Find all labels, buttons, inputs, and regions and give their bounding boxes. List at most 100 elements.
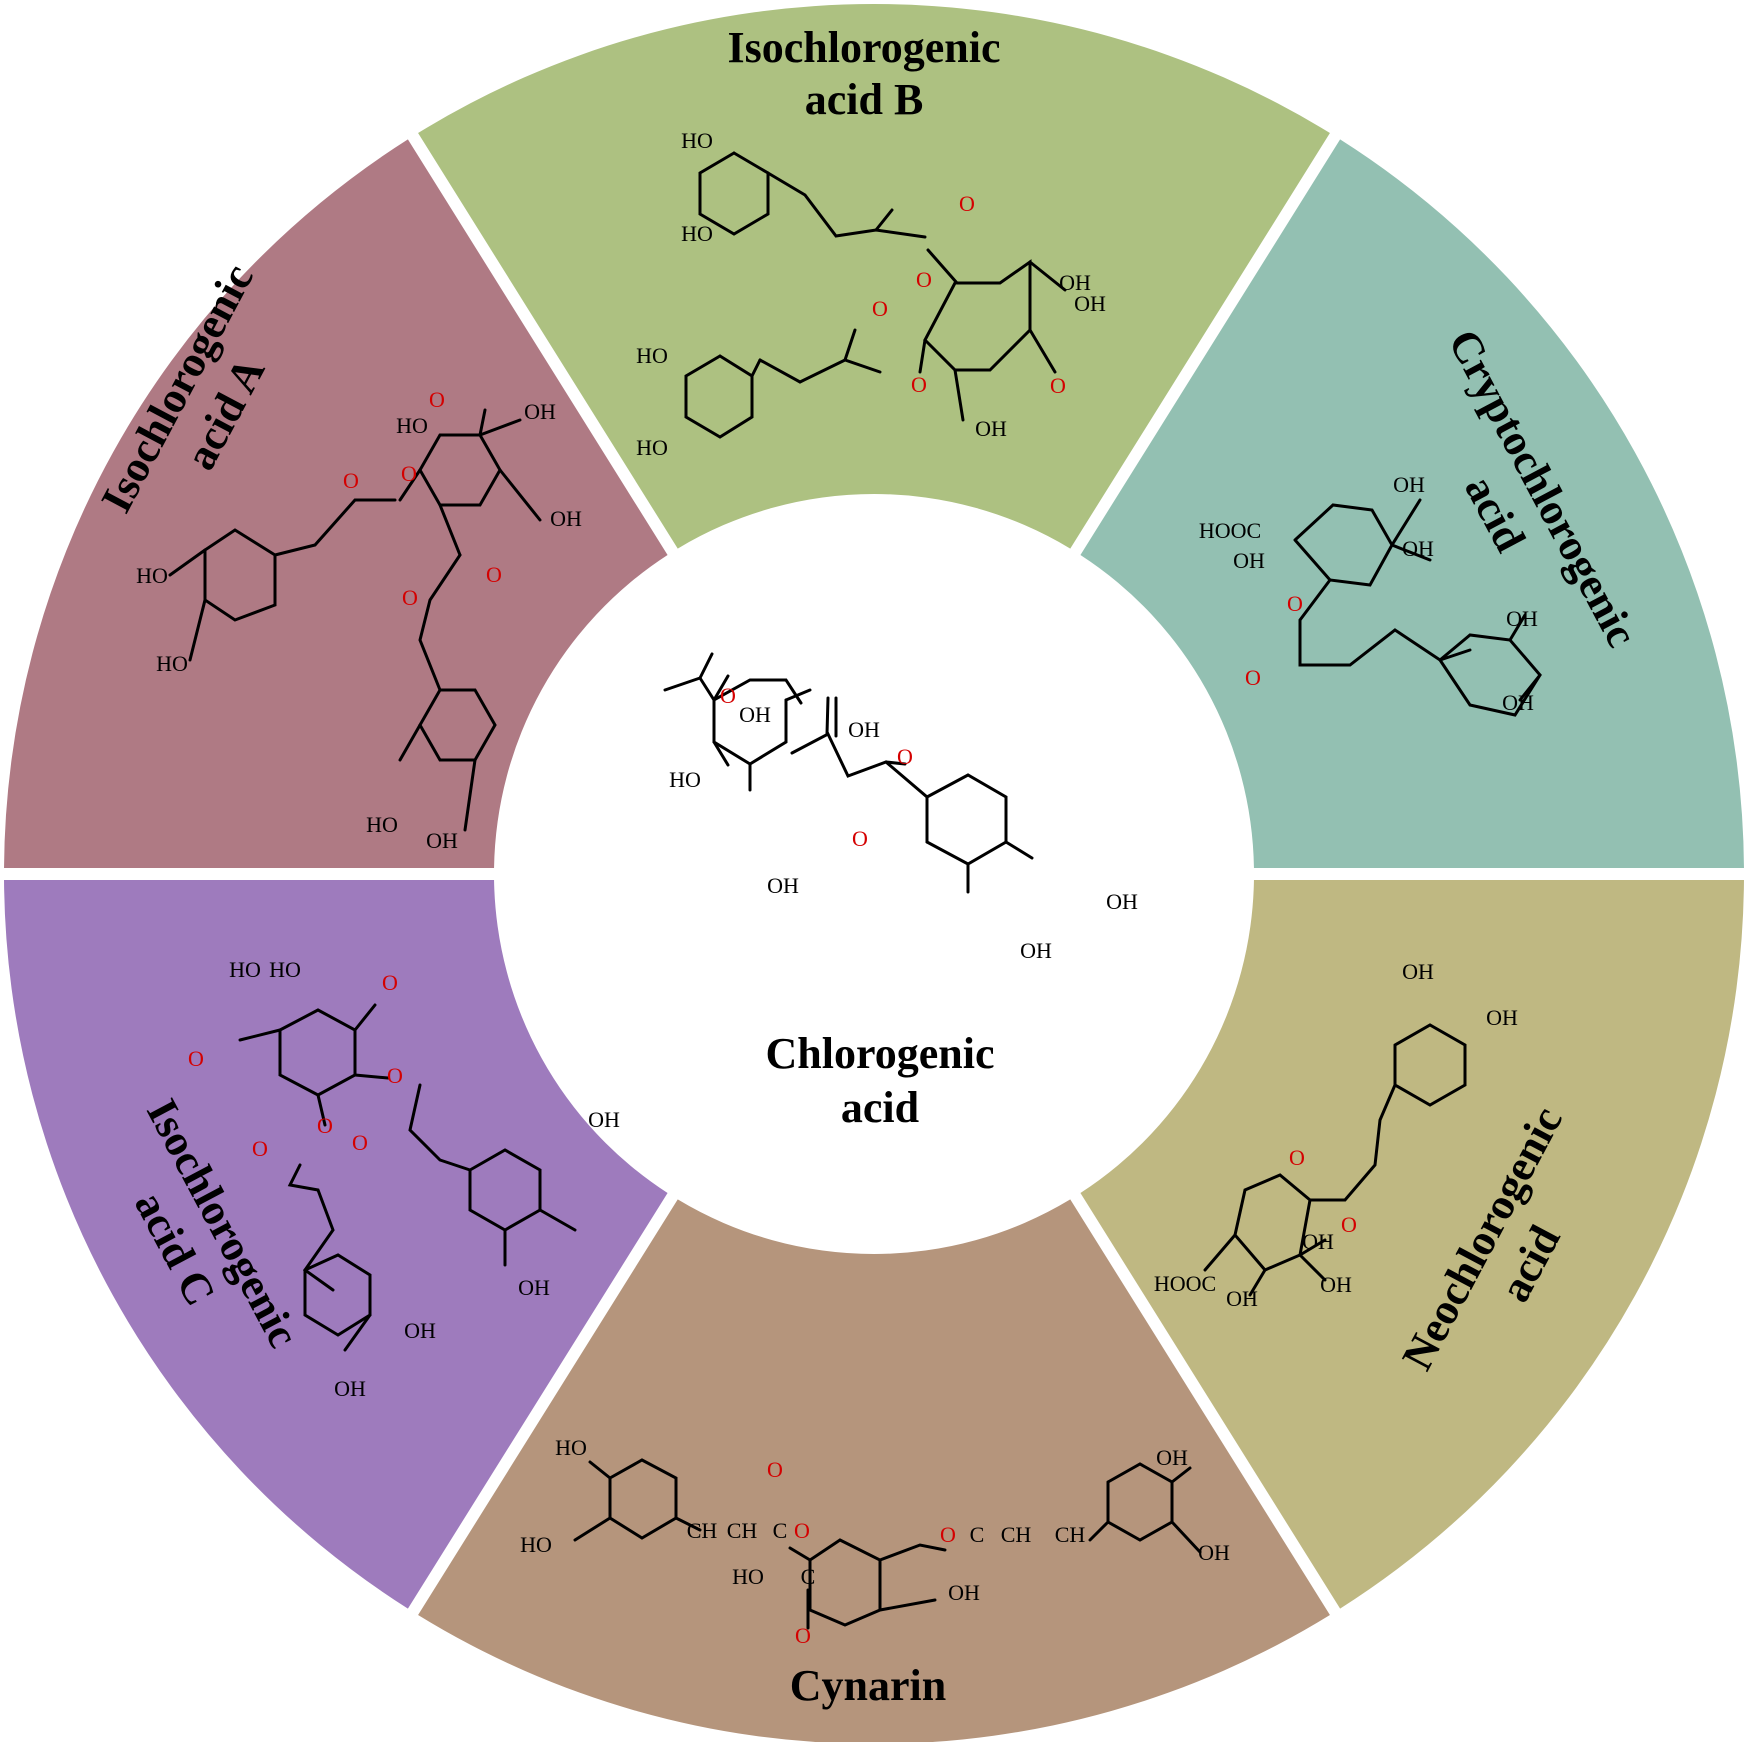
bond-line xyxy=(343,1313,372,1352)
bond-line xyxy=(758,358,882,384)
bond-line xyxy=(1170,1520,1202,1554)
atom-label: OH xyxy=(1402,959,1434,984)
atom-label: O xyxy=(486,562,502,587)
bond-line xyxy=(698,652,714,680)
bond-line xyxy=(1248,1268,1267,1297)
atom-label: HO xyxy=(669,767,701,792)
bond-line xyxy=(1508,613,1527,642)
atom-label: O xyxy=(382,970,398,995)
atom-label: OH xyxy=(426,828,458,853)
bond-line xyxy=(273,498,397,557)
atom-label: OH xyxy=(848,717,880,742)
atom-label: OH xyxy=(1233,548,1265,573)
atom-label: O xyxy=(911,372,927,397)
atom-label: O xyxy=(402,585,418,610)
atom-label: O xyxy=(429,387,445,412)
bond-line xyxy=(398,468,422,502)
atom-label: O xyxy=(188,1046,204,1071)
bond-line xyxy=(874,208,894,232)
center-label-line: acid xyxy=(841,1083,919,1132)
atom-label: O xyxy=(317,1113,333,1138)
bond-line xyxy=(463,758,477,832)
bond-line xyxy=(188,598,207,662)
atom-label: HO xyxy=(681,221,713,246)
bond-line xyxy=(316,1093,327,1127)
atom-label: OH xyxy=(1156,1445,1188,1470)
bond-line xyxy=(1518,673,1542,702)
atom-label: O xyxy=(795,1623,811,1648)
atom-label: O xyxy=(1245,665,1261,690)
atom-label: HO xyxy=(366,812,398,837)
atom-label: O xyxy=(767,1457,783,1482)
atom-label: O xyxy=(401,461,417,486)
atom-label: HO xyxy=(636,343,668,368)
atom-label: OH xyxy=(1226,1286,1258,1311)
atom-label: OH xyxy=(334,1376,366,1401)
sectors-layer xyxy=(4,3,1744,1742)
label-isochlorogenic-acid-b-line: acid B xyxy=(805,75,924,124)
bond-line xyxy=(1170,1466,1192,1484)
sector-isochlorogenic-acid-a xyxy=(4,139,668,869)
bond-line xyxy=(478,408,487,437)
bond-line xyxy=(878,1598,937,1612)
bond-line xyxy=(884,760,907,766)
bond-line xyxy=(478,418,522,437)
sector-isochlorogenic-acid-b xyxy=(418,3,1330,549)
atom-label: O xyxy=(916,267,932,292)
atom-label: O xyxy=(872,296,888,321)
atom-label: OH xyxy=(739,702,771,727)
atom-label: HO xyxy=(396,413,428,438)
atom-label: OH xyxy=(767,873,799,898)
sector-cryptochlorogenic-acid xyxy=(1080,139,1744,869)
atom-label: O xyxy=(852,826,868,851)
atom-label: OH xyxy=(588,1107,620,1132)
bond-line xyxy=(1298,1253,1327,1282)
atom-label: O xyxy=(1341,1212,1357,1237)
bond-line xyxy=(712,740,730,767)
bond-line xyxy=(538,1208,577,1232)
bond-line xyxy=(238,1028,282,1042)
atom-label: CH xyxy=(1001,1522,1032,1547)
bond-line xyxy=(784,688,812,702)
atom-label: OH xyxy=(1320,1272,1352,1297)
atom-label: OH xyxy=(1486,1005,1518,1030)
atom-label: O xyxy=(1287,591,1303,616)
atom-label: O xyxy=(1289,1145,1305,1170)
bond-line xyxy=(588,1460,612,1480)
atom-label: O xyxy=(897,744,913,769)
atom-label: O xyxy=(1050,373,1066,398)
atom-label: HO xyxy=(681,128,713,153)
bond-line xyxy=(1390,498,1422,547)
bond-line xyxy=(918,338,927,374)
sector-cynarin xyxy=(418,1199,1330,1742)
sector-neochlorogenic-acid xyxy=(1080,879,1744,1609)
atom-label: OH xyxy=(948,1580,980,1605)
atom-label: OH xyxy=(524,399,556,424)
atom-label: OH xyxy=(1402,536,1434,561)
center-label-line: Chlorogenic xyxy=(766,1029,995,1078)
bond-line xyxy=(1088,1520,1110,1542)
label-cynarin-line: Cynarin xyxy=(790,1661,946,1710)
bond-line xyxy=(790,731,929,844)
bond-line xyxy=(398,723,422,762)
atom-label: OH xyxy=(550,506,582,531)
atom-label: HO xyxy=(520,1532,552,1557)
atom-label: OH xyxy=(1506,606,1538,631)
atom-label: O xyxy=(720,683,736,708)
atom-label: HO xyxy=(136,563,168,588)
bond-line xyxy=(1390,543,1432,562)
bond-line xyxy=(1203,1233,1237,1272)
atom-label: CH xyxy=(1055,1522,1086,1547)
atom-label: HO xyxy=(732,1564,764,1589)
bond-line xyxy=(925,773,1008,866)
bond-line xyxy=(1028,260,1067,292)
bond-line xyxy=(353,1003,377,1032)
